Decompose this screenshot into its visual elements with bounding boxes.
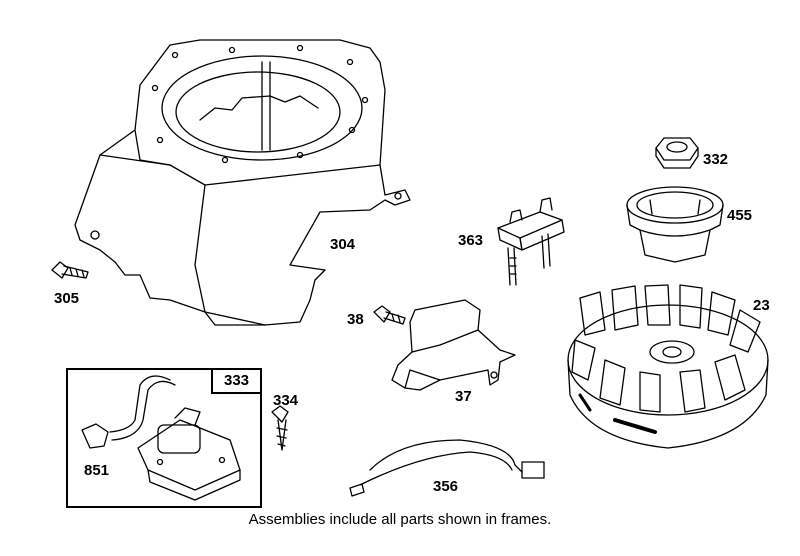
flywheel-part-23 [568, 285, 768, 448]
part-label-334: 334 [273, 392, 299, 409]
screw-part-334 [272, 406, 288, 450]
blower-housing-part-304 [75, 40, 410, 325]
part-label-851: 851 [84, 462, 110, 479]
wire-part-356 [350, 440, 544, 496]
part-label-304: 304 [330, 236, 356, 253]
screw-part-38 [374, 306, 405, 324]
part-label-305: 305 [54, 290, 80, 307]
part-label-333: 333 [211, 368, 262, 394]
nut-part-332 [656, 138, 698, 168]
part-label-363: 363 [458, 232, 484, 249]
air-vane-part-37 [392, 300, 515, 390]
part-label-332: 332 [703, 151, 729, 168]
part-label-455: 455 [727, 207, 753, 224]
bracket-part-363 [498, 198, 564, 285]
starter-cup-part-455 [627, 187, 723, 262]
part-label-356: 356 [433, 478, 459, 495]
armature-assembly-part-333 [82, 376, 240, 500]
armature-assembly-frame [66, 368, 262, 508]
diagram-caption: Assemblies include all parts shown in fr… [248, 511, 552, 528]
part-label-23: 23 [753, 297, 770, 314]
bolt-part-305 [52, 262, 88, 278]
part-label-37: 37 [455, 388, 472, 405]
part-label-38: 38 [347, 311, 364, 328]
